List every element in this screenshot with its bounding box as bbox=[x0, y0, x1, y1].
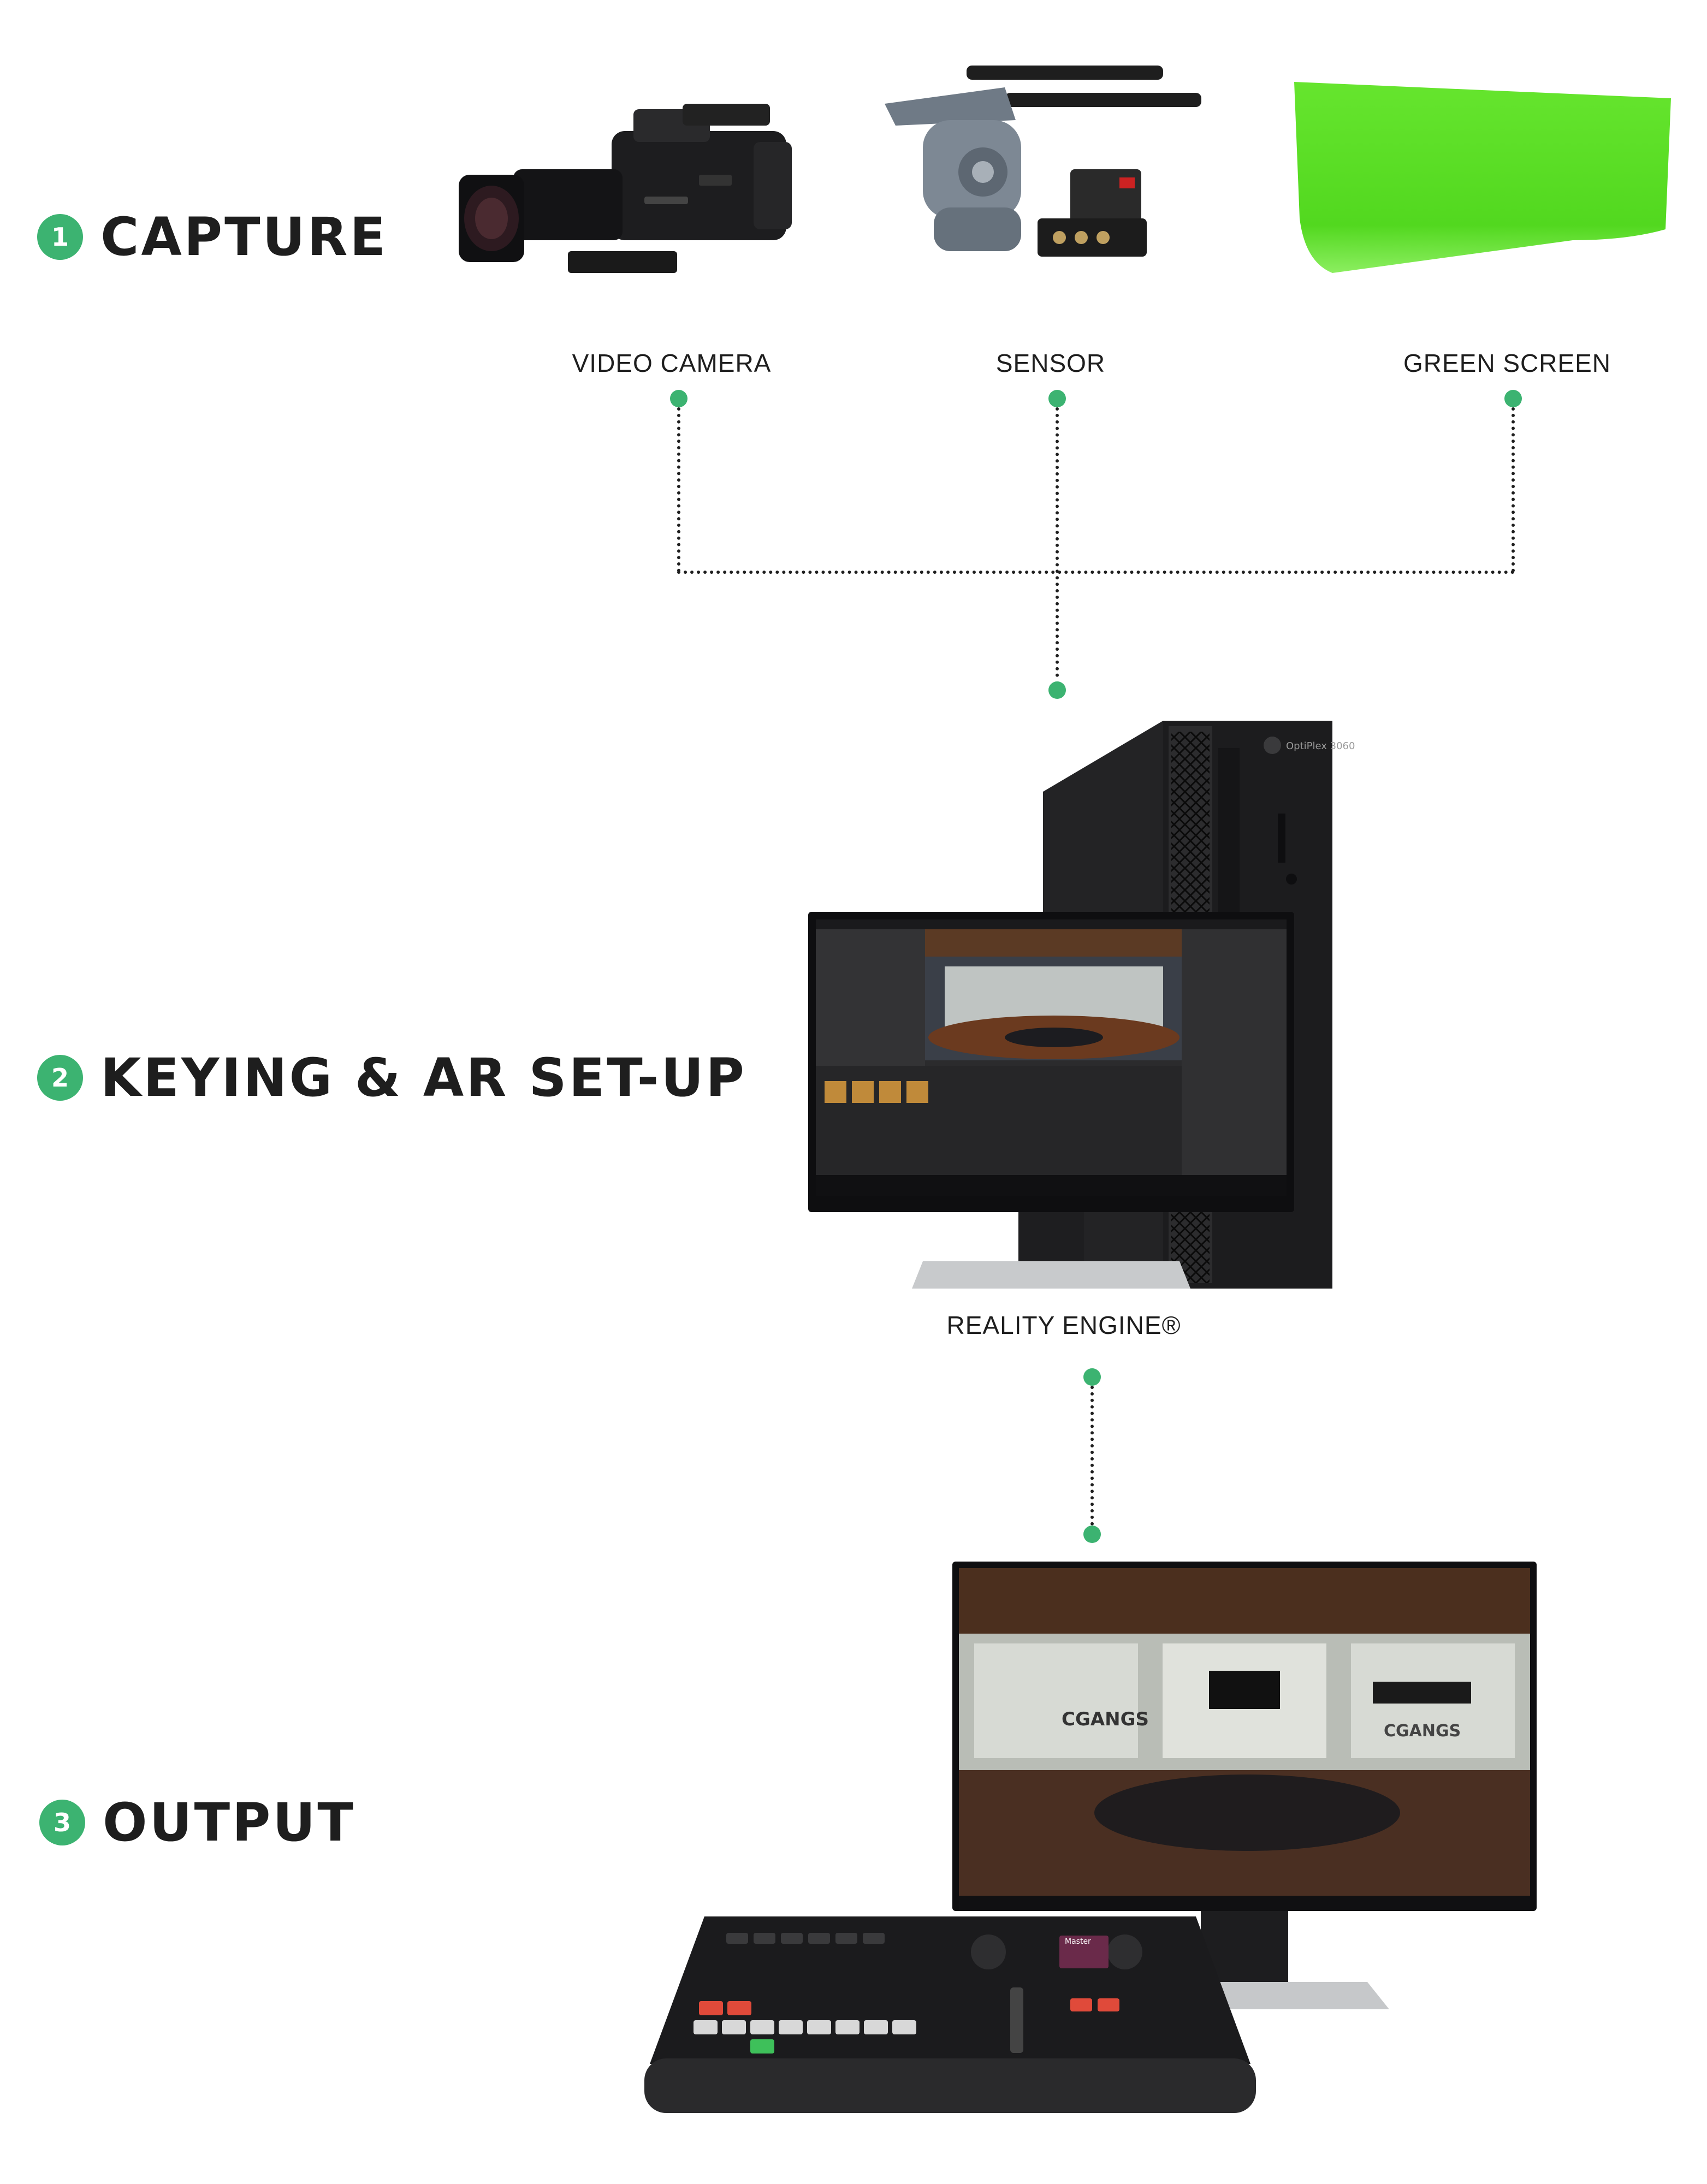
reality-engine-workstation-image: OptiPlex 3060 bbox=[808, 715, 1355, 1294]
step-title: CAPTURE bbox=[100, 206, 388, 268]
connector-line bbox=[677, 407, 680, 572]
step-title: KEYING & AR SET-UP bbox=[100, 1047, 746, 1108]
green-screen-image bbox=[1289, 76, 1682, 284]
connector-line bbox=[1056, 407, 1059, 677]
connector-line bbox=[677, 571, 1515, 574]
pc-model-text: OptiPlex 3060 bbox=[1286, 740, 1355, 752]
studio-logo-right: CGANGS bbox=[1384, 1722, 1461, 1741]
connector-dot bbox=[1504, 390, 1522, 407]
green-screen-label: GREEN SCREEN bbox=[1403, 349, 1611, 377]
connector-dot bbox=[670, 390, 687, 407]
video-switcher-image: Master bbox=[639, 1911, 1261, 2118]
step-output: 3 OUTPUT bbox=[39, 1792, 355, 1853]
connector-line bbox=[1512, 407, 1515, 572]
step-keying-ar-setup: 2 KEYING & AR SET-UP bbox=[37, 1047, 746, 1108]
sensor-label: SENSOR bbox=[995, 349, 1106, 377]
step-capture: 1 CAPTURE bbox=[37, 206, 388, 268]
switcher-badge: Master bbox=[1065, 1937, 1091, 1946]
connector-dot bbox=[1048, 681, 1066, 699]
studio-logo-left: CGANGS bbox=[1062, 1708, 1149, 1730]
step-title: OUTPUT bbox=[103, 1792, 355, 1853]
output-monitor-image: CGANGS CGANGS bbox=[952, 1562, 1537, 2009]
video-camera-image bbox=[448, 87, 819, 295]
connector-dot bbox=[1083, 1368, 1101, 1386]
connector-dot bbox=[1048, 390, 1066, 407]
connector-dot bbox=[1083, 1526, 1101, 1543]
reality-engine-label: REALITY ENGINE® bbox=[946, 1311, 1181, 1339]
step-number-badge: 1 bbox=[37, 214, 83, 260]
sensor-image bbox=[874, 55, 1223, 262]
connector-line bbox=[1090, 1386, 1094, 1526]
step-number-badge: 2 bbox=[37, 1055, 83, 1101]
step-number-badge: 3 bbox=[39, 1800, 85, 1845]
video-camera-label: VIDEO CAMERA bbox=[572, 349, 772, 377]
